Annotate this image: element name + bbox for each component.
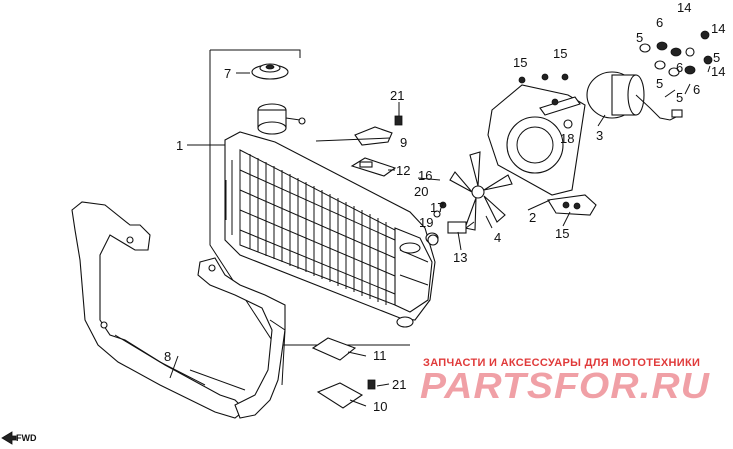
callout-2: 2 <box>529 210 536 225</box>
fwd-arrow-icon <box>1 431 17 445</box>
clip-19 <box>433 210 441 218</box>
washer-18 <box>563 119 573 129</box>
callout-21b: 21 <box>392 377 406 392</box>
callout-6a: 6 <box>656 15 663 30</box>
bolt-21-bottom <box>367 379 376 390</box>
callout-5c: 5 <box>676 90 683 105</box>
fan-motor <box>586 71 683 121</box>
callout-15a: 15 <box>513 55 527 70</box>
fan-shroud <box>487 84 597 216</box>
callout-19: 19 <box>419 215 433 230</box>
callout-14c: 14 <box>711 64 725 79</box>
frame-guard <box>71 201 286 419</box>
callout-18: 18 <box>560 131 574 146</box>
callout-20: 20 <box>414 184 428 199</box>
cooling-fan <box>449 151 513 231</box>
radiator <box>224 131 439 328</box>
bolt-21-top <box>394 115 403 126</box>
fwd-indicator: FWD <box>1 431 37 445</box>
group-bracket-top <box>210 49 301 58</box>
callout-7: 7 <box>224 66 231 81</box>
callout-9: 9 <box>400 135 407 150</box>
callout-11: 11 <box>373 348 387 363</box>
bolt-15c <box>561 73 569 81</box>
watermark-subtitle: ЗАПЧАСТИ И АКСЕССУАРЫ ДЛЯ МОТОТЕХНИКИ <box>423 357 700 369</box>
leader-lines <box>169 65 711 407</box>
watermark-brand: PARTSFOR.RU <box>420 365 710 406</box>
callout-15c: 15 <box>555 226 569 241</box>
callout-5b: 5 <box>656 76 663 91</box>
callout-5d: 5 <box>713 50 720 65</box>
callout-8: 8 <box>164 349 171 364</box>
mount-12 <box>350 157 397 177</box>
callout-14a: 14 <box>677 0 691 15</box>
callout-14b: 14 <box>711 21 725 36</box>
callout-13: 13 <box>453 250 467 265</box>
callout-12: 12 <box>396 163 410 178</box>
plate-10 <box>316 382 364 409</box>
radiator-cap <box>251 63 289 80</box>
washer-20 <box>439 201 447 209</box>
callout-5a: 5 <box>636 30 643 45</box>
bolt-15a <box>518 76 526 84</box>
bolt-15b <box>541 73 549 81</box>
callout-3: 3 <box>596 128 603 143</box>
cushion-11 <box>311 337 357 361</box>
filler-neck <box>257 103 306 135</box>
callout-10: 10 <box>373 399 387 414</box>
grommets <box>639 30 713 77</box>
callout-17: 17 <box>430 200 444 215</box>
callout-6c: 6 <box>693 82 700 97</box>
thermo-switch <box>427 221 475 246</box>
callout-21a: 21 <box>390 88 404 103</box>
bracket-9 <box>354 126 393 146</box>
callout-4: 4 <box>494 230 501 245</box>
callout-15b: 15 <box>553 46 567 61</box>
bolt-15d <box>551 98 559 106</box>
callout-6b: 6 <box>676 60 683 75</box>
callout-16: 16 <box>418 168 432 183</box>
callout-1: 1 <box>176 138 183 153</box>
fwd-label: FWD <box>16 433 37 443</box>
